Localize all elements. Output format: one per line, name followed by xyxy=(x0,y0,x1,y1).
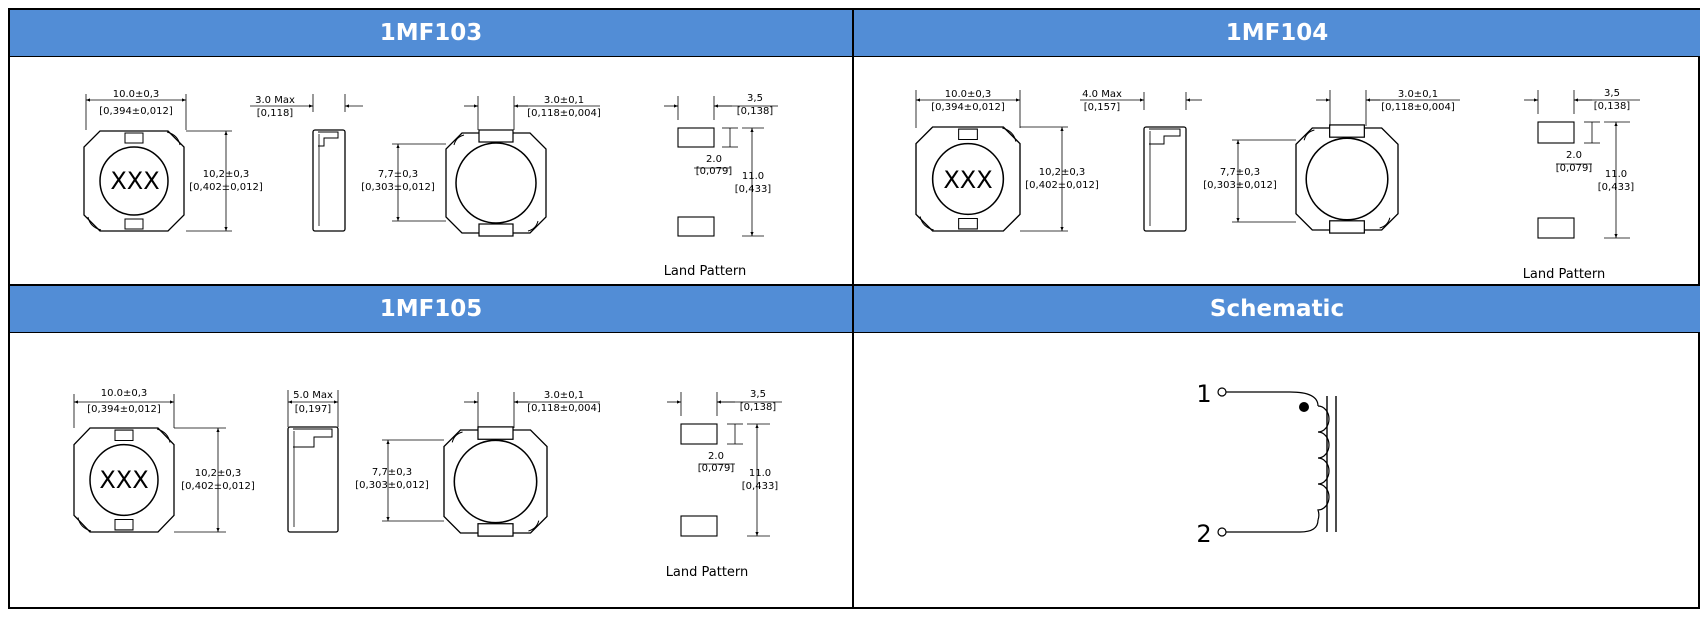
land-dim-c-in: [0,433] xyxy=(1598,182,1635,193)
dim-height-in: [0,402±0,012] xyxy=(1025,180,1099,191)
dim-thickness-mm: 5.0 Max xyxy=(293,390,333,401)
header-rule-bottom xyxy=(10,332,1698,333)
dim-height-mm: 10,2±0,3 xyxy=(195,468,242,479)
body-marking: XXX xyxy=(110,167,159,195)
land-dim-c-mm: 11.0 xyxy=(742,171,764,182)
thickness-view xyxy=(312,129,346,232)
land-pad-bottom xyxy=(1537,217,1575,239)
component-top-view xyxy=(1295,124,1399,234)
land-pattern-caption: Land Pattern xyxy=(666,565,749,580)
header-schematic: Schematic xyxy=(854,286,1700,332)
land-pad-top xyxy=(1537,121,1575,144)
land-dim-a-in: [0,138] xyxy=(737,106,774,117)
dim-height-mm: 10,2±0,3 xyxy=(1039,167,1086,178)
land-pattern-caption: Land Pattern xyxy=(1523,267,1606,282)
body-marking: XXX xyxy=(943,166,992,194)
dim-pad-width-mm: 3.0±0,1 xyxy=(544,390,584,401)
panel-1mf103: 10.0±0,3 [0,394±0,012] XXX 10,2±0,3 [0,4… xyxy=(83,89,778,279)
datasheet-drawing: 1MF103 1MF104 1MF105 Schematic xyxy=(8,8,1700,609)
component-top-view xyxy=(445,129,547,237)
panel-divider-horizontal xyxy=(10,284,1698,286)
land-dim-a-mm: 3,5 xyxy=(750,389,766,400)
header-1mf103: 1MF103 xyxy=(10,10,852,56)
land-dim-c-mm: 11.0 xyxy=(1605,169,1627,180)
dim-height-in: [0,402±0,012] xyxy=(189,182,263,193)
land-dim-a-mm: 3,5 xyxy=(1604,88,1620,99)
dim-pad-span-mm: 7,7±0,3 xyxy=(1220,167,1260,178)
dim-thickness-in: [0,118] xyxy=(257,108,294,119)
land-pad-top xyxy=(680,423,718,445)
land-dim-b-mm: 2.0 xyxy=(706,154,722,165)
dim-pad-span-in: [0,303±0,012] xyxy=(361,182,435,193)
land-dim-b-in: [0,079] xyxy=(698,463,735,474)
dim-width-mm: 10.0±0,3 xyxy=(101,388,148,399)
pin-2-label: 2 xyxy=(1196,520,1211,548)
pin-1-terminal xyxy=(1217,387,1227,397)
dim-pad-width-in: [0,118±0,004] xyxy=(527,108,601,119)
header-1mf104: 1MF104 xyxy=(854,10,1700,56)
thickness-view xyxy=(1143,126,1187,232)
panel-1mf105: 10.0±0,3 [0,394±0,012] XXX 10,2±0,3 [0,4… xyxy=(73,388,782,580)
component-top-view xyxy=(443,426,548,537)
land-dim-a-mm: 3,5 xyxy=(747,93,763,104)
land-dim-c-in: [0,433] xyxy=(735,184,772,195)
pin-1-label: 1 xyxy=(1196,380,1211,408)
dim-pad-width-in: [0,118±0,004] xyxy=(1381,102,1455,113)
header-1mf105: 1MF105 xyxy=(10,286,852,332)
dim-width-in: [0,394±0,012] xyxy=(99,106,173,117)
dim-height-in: [0,402±0,012] xyxy=(181,481,255,492)
land-dim-b-mm: 2.0 xyxy=(1566,150,1582,161)
pin-2-terminal xyxy=(1217,527,1227,537)
dim-width-mm: 10.0±0,3 xyxy=(945,89,992,100)
thickness-view xyxy=(287,426,339,533)
panel-divider-vertical xyxy=(852,10,854,607)
land-pattern-caption: Land Pattern xyxy=(664,264,747,279)
land-pad-bottom xyxy=(680,515,718,537)
header-rule-top xyxy=(10,56,1698,57)
land-dim-c-in: [0,433] xyxy=(742,481,779,492)
dim-pad-width-in: [0,118±0,004] xyxy=(527,403,601,414)
panel-1mf104: 10.0±0,3 [0,394±0,012] XXX 10,2±0,3 [0,4… xyxy=(915,88,1640,282)
dim-thickness-mm: 3.0 Max xyxy=(255,95,295,106)
dim-thickness-in: [0,157] xyxy=(1084,102,1121,113)
dim-pad-span-mm: 7,7±0,3 xyxy=(378,169,418,180)
dim-pad-span-in: [0,303±0,012] xyxy=(1203,180,1277,191)
panel-schematic: 1 2 xyxy=(1196,380,1337,548)
land-dim-a-in: [0,138] xyxy=(1594,101,1631,112)
dim-height-mm: 10,2±0,3 xyxy=(203,169,250,180)
dim-pad-width-mm: 3.0±0,1 xyxy=(1398,89,1438,100)
land-pad-bottom xyxy=(677,216,715,237)
dim-thickness-in: [0,197] xyxy=(295,404,332,415)
land-dim-c-mm: 11.0 xyxy=(749,468,771,479)
polarity-dot xyxy=(1299,402,1309,412)
dim-width-mm: 10.0±0,3 xyxy=(113,89,160,100)
land-dim-b-mm: 2.0 xyxy=(708,451,724,462)
dim-thickness-mm: 4.0 Max xyxy=(1082,89,1122,100)
land-dim-b-in: [0,079] xyxy=(696,166,733,177)
land-pad-top xyxy=(677,127,715,148)
dim-pad-span-mm: 7,7±0,3 xyxy=(372,467,412,478)
dim-pad-span-in: [0,303±0,012] xyxy=(355,480,429,491)
dim-width-in: [0,394±0,012] xyxy=(87,404,161,415)
dim-pad-width-mm: 3.0±0,1 xyxy=(544,95,584,106)
land-dim-b-in: [0,079] xyxy=(1556,163,1593,174)
body-marking: XXX xyxy=(99,466,148,494)
land-dim-a-in: [0,138] xyxy=(740,402,777,413)
dim-width-in: [0,394±0,012] xyxy=(931,102,1005,113)
